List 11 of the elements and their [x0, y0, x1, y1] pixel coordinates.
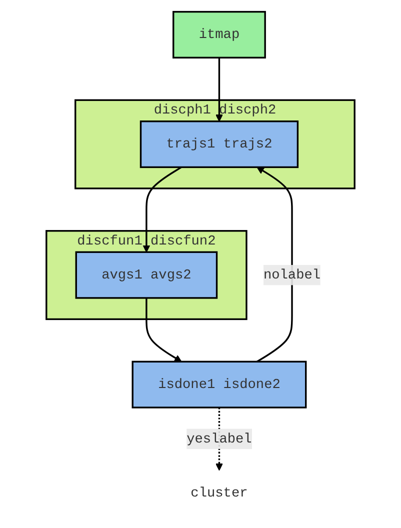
node-box: trajs1 trajs2: [140, 120, 299, 168]
node-box: avgs1 avgs2: [75, 251, 218, 299]
node-box: isdone1 isdone2: [132, 360, 307, 408]
edge-label: nolabel: [263, 267, 321, 283]
node-box: itmap: [172, 10, 266, 58]
edge-label: yeslabel: [186, 431, 252, 447]
arrow: [142, 166, 182, 252]
node-text: cluster: [190, 486, 248, 501]
arrow: [216, 58, 223, 122]
arrow: [146, 298, 182, 362]
arrow: [256, 166, 293, 362]
